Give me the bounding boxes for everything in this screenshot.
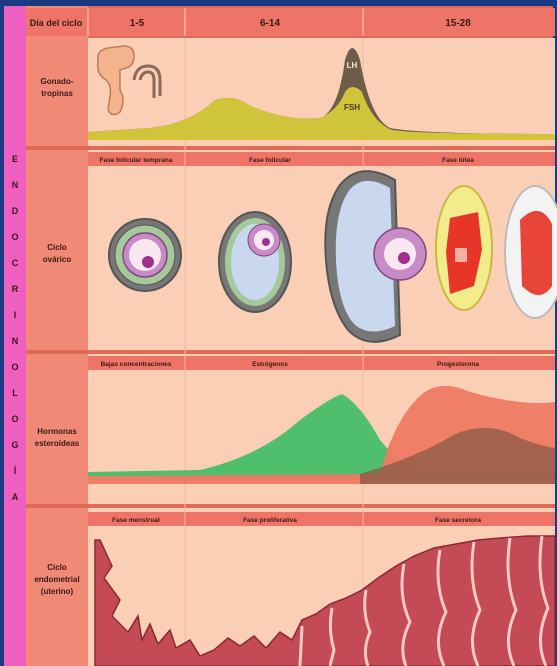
hormone-phase-low: Bajas concentraciones [101, 361, 172, 368]
side-letter: O [11, 362, 18, 372]
hormone-label-2: esteroideas [35, 439, 80, 448]
ovarian-phase-early: Fase folicular temprana [100, 157, 173, 164]
side-letter: R [12, 284, 19, 294]
lh-label: LH [347, 61, 358, 70]
side-letter: O [11, 232, 18, 242]
endometrial-label-1: Ciclo [47, 563, 67, 572]
header-row [26, 8, 555, 36]
header-day-3: 15-28 [445, 18, 471, 29]
endometrial-phase-menstrual: Fase menstrual [112, 517, 160, 524]
ovarian-label-2: ovárico [43, 255, 72, 264]
endometrial-phase-bar: Fase menstrual Fase proliferativa Fase s… [88, 512, 555, 526]
endometrial-phase-secretory: Fase secretora [435, 517, 481, 524]
header-day-label: Día del ciclo [30, 18, 83, 28]
hormone-phase-estrogen: Estrógenos [252, 361, 288, 368]
ovarian-phase-bar: Fase folicular temprana Fase folicular F… [88, 152, 555, 166]
header-day-1: 1-5 [130, 18, 145, 29]
corpus-luteum-illustration [436, 186, 492, 310]
gonadotropin-label-1: Gonado- [41, 77, 74, 86]
follicle-early-illustration [109, 219, 181, 291]
endometrial-label-3: (uterino) [41, 587, 74, 596]
gonadotropin-label-2: tropinas [41, 89, 73, 98]
hormone-phase-progesterone: Progesterona [437, 361, 479, 368]
follicle-growing-illustration [219, 212, 291, 312]
side-letter: A [12, 492, 19, 502]
side-letter: C [12, 258, 19, 268]
side-letter: D [12, 206, 19, 216]
ovarian-label-1: Ciclo [47, 243, 67, 252]
side-letter: N [12, 180, 19, 190]
side-letter: N [12, 336, 19, 346]
ovarian-phase-follicular: Fase folicular [249, 157, 291, 164]
ovarian-phase-luteal: Fase lútea [442, 157, 474, 164]
endometrial-label-2: endometrial [34, 575, 79, 584]
corpus-albicans-illustration [505, 186, 557, 318]
endometrial-phase-proliferative: Fase proliferativa [243, 517, 297, 524]
fsh-label: FSH [344, 103, 360, 112]
side-letter: G [11, 440, 18, 450]
side-letter: I [14, 310, 17, 320]
header-day-2: 6-14 [260, 18, 280, 29]
hormone-phase-bar: Bajas concentraciones Estrógenos Progest… [88, 356, 555, 370]
side-letter: L [12, 388, 18, 398]
side-letter: O [11, 414, 18, 424]
side-letter: E [12, 154, 18, 164]
hormone-label-1: Hormonas [37, 427, 77, 436]
